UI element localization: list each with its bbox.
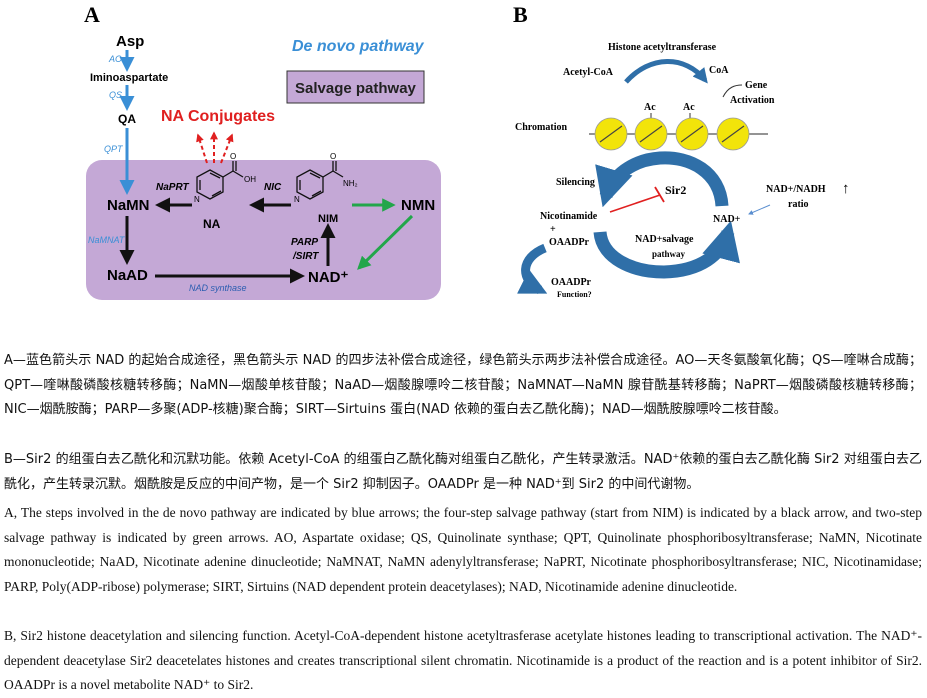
node-asp: Asp bbox=[116, 33, 144, 50]
label-naprt: NaPRT bbox=[156, 182, 189, 193]
label-sirt: /SIRT bbox=[292, 251, 319, 262]
caption-zh-b: B—Sir2 的组蛋白去乙酰化和沉默功能。依赖 Acetyl-CoA 的组蛋白乙… bbox=[4, 452, 922, 492]
na-o-atom: O bbox=[230, 152, 236, 161]
na-n-atom: N bbox=[194, 195, 200, 204]
label-nad-synthase: NAD synthase bbox=[189, 283, 247, 293]
nucleosome-3 bbox=[675, 117, 709, 151]
na-molecule bbox=[196, 161, 244, 200]
label-nicotinamide: Nicotinamide bbox=[540, 211, 598, 222]
nim-molecule bbox=[296, 161, 344, 200]
panel-b-label: B bbox=[513, 2, 528, 27]
label-coa: CoA bbox=[709, 65, 729, 76]
node-qa: QA bbox=[118, 112, 136, 126]
inhibition-bar bbox=[654, 186, 665, 203]
label-oaadpr: OAADPr bbox=[549, 237, 590, 248]
nucleosome-4 bbox=[716, 117, 750, 151]
label-function: Function? bbox=[557, 290, 592, 299]
label-gene: Gene bbox=[745, 80, 768, 91]
node-nad: NAD⁺ bbox=[308, 269, 348, 286]
node-nmn: NMN bbox=[401, 197, 435, 214]
figure: A De novo pathway Salvage pathway Asp AO… bbox=[84, 2, 850, 300]
label-silencing: Silencing bbox=[556, 177, 595, 188]
panel-a: A De novo pathway Salvage pathway Asp AO… bbox=[84, 2, 441, 300]
label-nad-ratio-1: NAD+/NADH bbox=[766, 184, 826, 195]
caption-zh-a: A—蓝色箭头示 NAD 的起始合成途径，黑色箭头示 NAD 的四步法补偿合成途径… bbox=[4, 353, 922, 418]
arrow-conj-3 bbox=[220, 133, 234, 164]
label-nad-ratio-up: ↑ bbox=[842, 181, 850, 197]
caption-en-a: A, The steps involved in the de novo pat… bbox=[4, 505, 922, 594]
label-plus: + bbox=[550, 224, 556, 235]
node-iminoaspartate: Iminoaspartate bbox=[90, 72, 168, 84]
inhibition-line bbox=[609, 194, 661, 213]
label-ao: AO bbox=[108, 54, 122, 64]
cycle-arc-upper bbox=[595, 151, 729, 208]
panel-a-label: A bbox=[84, 2, 100, 27]
label-oaadpr-2: OAADPr bbox=[551, 277, 592, 288]
label-chromation: Chromation bbox=[515, 122, 567, 133]
arrow-gene-activation bbox=[722, 84, 743, 98]
label-sir2: Sir2 bbox=[665, 183, 686, 197]
arrow-oaadpr-function bbox=[517, 243, 548, 295]
cycle-arc-lower bbox=[593, 220, 740, 279]
nucleosome-2 bbox=[634, 117, 668, 151]
label-salvage-1: NAD+salvage bbox=[635, 234, 694, 245]
label-activation: Activation bbox=[730, 95, 775, 106]
label-namnat: NaMNAT bbox=[88, 235, 126, 245]
label-acetyl-coa: Acetyl-CoA bbox=[563, 67, 614, 78]
node-nim: NIM bbox=[318, 213, 338, 225]
label-ac-1: Ac bbox=[644, 102, 656, 113]
nim-o-atom: O bbox=[330, 152, 336, 161]
caption-en-b: B, Sir2 histone deacetylation and silenc… bbox=[4, 628, 922, 693]
node-na: NA bbox=[203, 217, 221, 231]
node-naad: NaAD bbox=[107, 267, 148, 284]
arrow-conj-1 bbox=[196, 133, 208, 164]
legend-salvage-box bbox=[286, 70, 425, 104]
arrow-acetyl-transfer bbox=[624, 59, 708, 84]
label-qs: QS bbox=[109, 90, 122, 100]
label-salvage-2: pathway bbox=[652, 249, 686, 259]
panel-b: B Histone acetyltransferase Acetyl-CoA C… bbox=[513, 2, 850, 299]
node-namn: NaMN bbox=[107, 197, 150, 214]
na-oh-atom: OH bbox=[244, 175, 256, 184]
label-nad-plus: NAD+ bbox=[713, 214, 741, 225]
label-histone-acetyltransferase: Histone acetyltransferase bbox=[608, 42, 717, 53]
arrow-nmn-nad bbox=[357, 214, 414, 270]
nim-n-atom: N bbox=[294, 195, 300, 204]
label-parp: PARP bbox=[291, 237, 318, 248]
legend-de-novo: De novo pathway bbox=[292, 38, 425, 55]
legend-salvage: Salvage pathway bbox=[295, 80, 417, 97]
arrow-ratio-nad bbox=[748, 204, 771, 215]
salvage-region bbox=[86, 160, 441, 300]
label-ac-2: Ac bbox=[683, 102, 695, 113]
label-nad-ratio-2: ratio bbox=[788, 199, 809, 210]
label-nic: NIC bbox=[264, 182, 282, 193]
na-conjugates-label: NA Conjugates bbox=[161, 108, 275, 125]
label-qpt: QPT bbox=[104, 144, 124, 154]
nucleosome-1 bbox=[594, 117, 628, 151]
nim-nh2-atom: NH₂ bbox=[343, 179, 358, 188]
